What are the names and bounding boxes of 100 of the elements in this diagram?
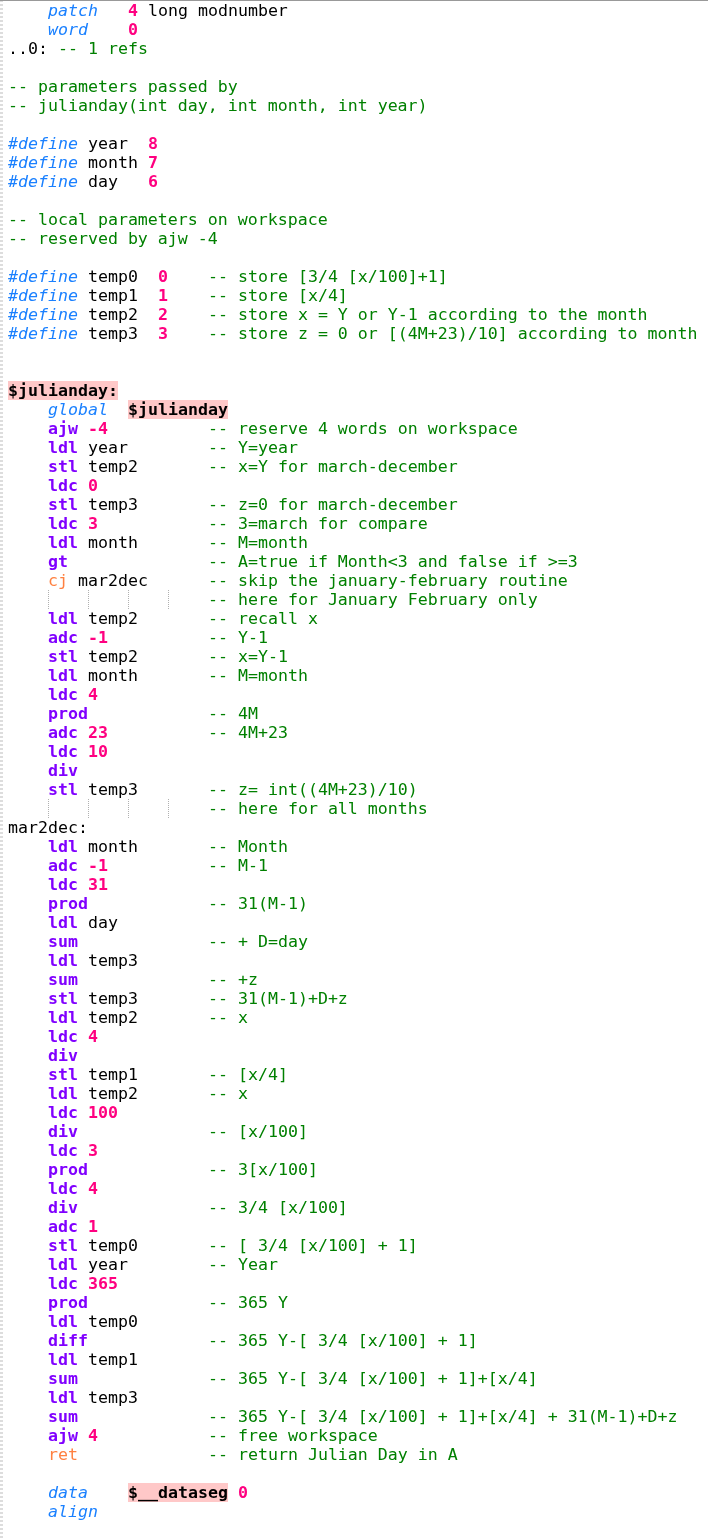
instruction-mnemonic: stl bbox=[48, 495, 78, 514]
directive-keyword: patch bbox=[48, 1, 98, 20]
operand-text: temp3 bbox=[88, 1388, 138, 1407]
highlighted-symbol: $julianday: bbox=[8, 381, 118, 400]
code-comment: -- x=Y for march-december bbox=[208, 457, 458, 476]
instruction-mnemonic: ldl bbox=[48, 951, 78, 970]
operand-text: temp2 bbox=[88, 305, 138, 324]
instruction-mnemonic: adc bbox=[48, 856, 78, 875]
number-literal: 7 bbox=[148, 153, 158, 172]
code-comment: -- here for January February only bbox=[208, 590, 538, 609]
directive-keyword: #define bbox=[8, 267, 78, 286]
operand-text: temp0 bbox=[88, 267, 138, 286]
number-literal: 8 bbox=[148, 134, 158, 153]
code-comment: -- store x = Y or Y-1 according to the month bbox=[208, 305, 648, 324]
instruction-mnemonic: ldc bbox=[48, 514, 78, 533]
operand-text: month bbox=[88, 533, 138, 552]
code-comment: -- 3=march for compare bbox=[208, 514, 428, 533]
directive-keyword: #define bbox=[8, 153, 78, 172]
instruction-mnemonic: sum bbox=[48, 1407, 78, 1426]
code-comment: -- 4M+23 bbox=[208, 723, 288, 742]
number-literal: 365 bbox=[88, 1274, 118, 1293]
code-comment: -- [ 3/4 [x/100] + 1] bbox=[208, 1236, 418, 1255]
number-literal: 1 bbox=[88, 1217, 98, 1236]
directive-keyword: #define bbox=[8, 286, 78, 305]
jump-instruction: ret bbox=[48, 1445, 78, 1464]
instruction-mnemonic: ldl bbox=[48, 1388, 78, 1407]
code-comment: -- 365 Y-[ 3/4 [x/100] + 1]+[x/4] + 31(M-1)+D+z bbox=[208, 1407, 678, 1426]
operand-text: day bbox=[88, 172, 118, 191]
code-comment: -- skip the january-february routine bbox=[208, 571, 568, 590]
instruction-mnemonic: ldc bbox=[48, 685, 78, 704]
code-comment: -- store [3/4 [x/100]+1] bbox=[208, 267, 448, 286]
instruction-mnemonic: ldl bbox=[48, 1312, 78, 1331]
code-comment: -- reserve 4 words on workspace bbox=[208, 419, 518, 438]
operand-text: temp2 bbox=[88, 457, 138, 476]
number-literal: 0 bbox=[158, 267, 168, 286]
number-literal: 31 bbox=[88, 875, 108, 894]
number-literal: 6 bbox=[148, 172, 158, 191]
code-comment: -- return Julian Day in A bbox=[208, 1445, 458, 1464]
code-comment: -- store z = 0 or [(4M+23)/10] according to month bbox=[208, 324, 698, 343]
code-comment: -- [x/4] bbox=[208, 1065, 288, 1084]
code-comment: -- Y-1 bbox=[208, 628, 268, 647]
directive-keyword: align bbox=[48, 1502, 98, 1521]
instruction-mnemonic: prod bbox=[48, 704, 88, 723]
instruction-mnemonic: stl bbox=[48, 647, 78, 666]
instruction-mnemonic: stl bbox=[48, 989, 78, 1008]
instruction-mnemonic: diff bbox=[48, 1331, 88, 1350]
number-literal: 2 bbox=[158, 305, 168, 324]
instruction-mnemonic: ldl bbox=[48, 1084, 78, 1103]
instruction-mnemonic: ldc bbox=[48, 875, 78, 894]
instruction-mnemonic: ldl bbox=[48, 533, 78, 552]
number-literal: -1 bbox=[88, 628, 108, 647]
instruction-mnemonic: div bbox=[48, 1046, 78, 1065]
instruction-mnemonic: ldc bbox=[48, 1027, 78, 1046]
code-comment: -- free workspace bbox=[208, 1426, 378, 1445]
operand-text: month bbox=[88, 837, 138, 856]
code-comment: -- M=month bbox=[208, 533, 308, 552]
code-comment: -- 3[x/100] bbox=[208, 1160, 318, 1179]
operand-text: temp2 bbox=[88, 609, 138, 628]
instruction-mnemonic: ldl bbox=[48, 1255, 78, 1274]
operand-text: year bbox=[88, 1255, 128, 1274]
operand-text: temp0 bbox=[88, 1312, 138, 1331]
operand-text: temp2 bbox=[88, 1008, 138, 1027]
code-comment: -- 1 refs bbox=[58, 39, 148, 58]
directive-keyword: word bbox=[48, 20, 88, 39]
operand-text: month bbox=[88, 153, 138, 172]
code-comment: -- 365 Y-[ 3/4 [x/100] + 1] bbox=[208, 1331, 478, 1350]
code-comment: -- 365 Y-[ 3/4 [x/100] + 1]+[x/4] bbox=[208, 1369, 538, 1388]
operand-text: temp3 bbox=[88, 495, 138, 514]
instruction-mnemonic: ajw bbox=[48, 1426, 78, 1445]
code-comment: -- 31(M-1) bbox=[208, 894, 308, 913]
directive-keyword: #define bbox=[8, 324, 78, 343]
highlighted-symbol: $julianday bbox=[128, 400, 228, 419]
code-comment: -- x=Y-1 bbox=[208, 647, 288, 666]
operand-text: temp2 bbox=[88, 1084, 138, 1103]
operand-text: day bbox=[88, 913, 118, 932]
directive-keyword: #define bbox=[8, 305, 78, 324]
number-literal: 4 bbox=[88, 685, 98, 704]
code-comment: -- local parameters on workspace bbox=[8, 210, 328, 229]
code-comment: -- + D=day bbox=[208, 932, 308, 951]
code-comment: -- +z bbox=[208, 970, 258, 989]
instruction-mnemonic: ldc bbox=[48, 742, 78, 761]
operand-text: long modnumber bbox=[148, 1, 288, 20]
directive-keyword: global bbox=[48, 400, 108, 419]
code-comment: -- z= int((4M+23)/10) bbox=[208, 780, 418, 799]
number-literal: 4 bbox=[88, 1426, 98, 1445]
code-comment: -- M=month bbox=[208, 666, 308, 685]
code-comment: -- Year bbox=[208, 1255, 278, 1274]
number-literal: 100 bbox=[88, 1103, 118, 1122]
operand-text: temp3 bbox=[88, 989, 138, 1008]
instruction-mnemonic: ldc bbox=[48, 1103, 78, 1122]
instruction-mnemonic: prod bbox=[48, 1293, 88, 1312]
directive-keyword: data bbox=[48, 1483, 88, 1502]
highlighted-symbol: $__dataseg bbox=[128, 1483, 228, 1502]
operand-text: year bbox=[88, 134, 128, 153]
code-comment: -- Y=year bbox=[208, 438, 298, 457]
code-comment: -- z=0 for march-december bbox=[208, 495, 458, 514]
instruction-mnemonic: div bbox=[48, 1198, 78, 1217]
number-literal: 10 bbox=[88, 742, 108, 761]
instruction-mnemonic: prod bbox=[48, 1160, 88, 1179]
number-literal: 0 bbox=[128, 20, 138, 39]
